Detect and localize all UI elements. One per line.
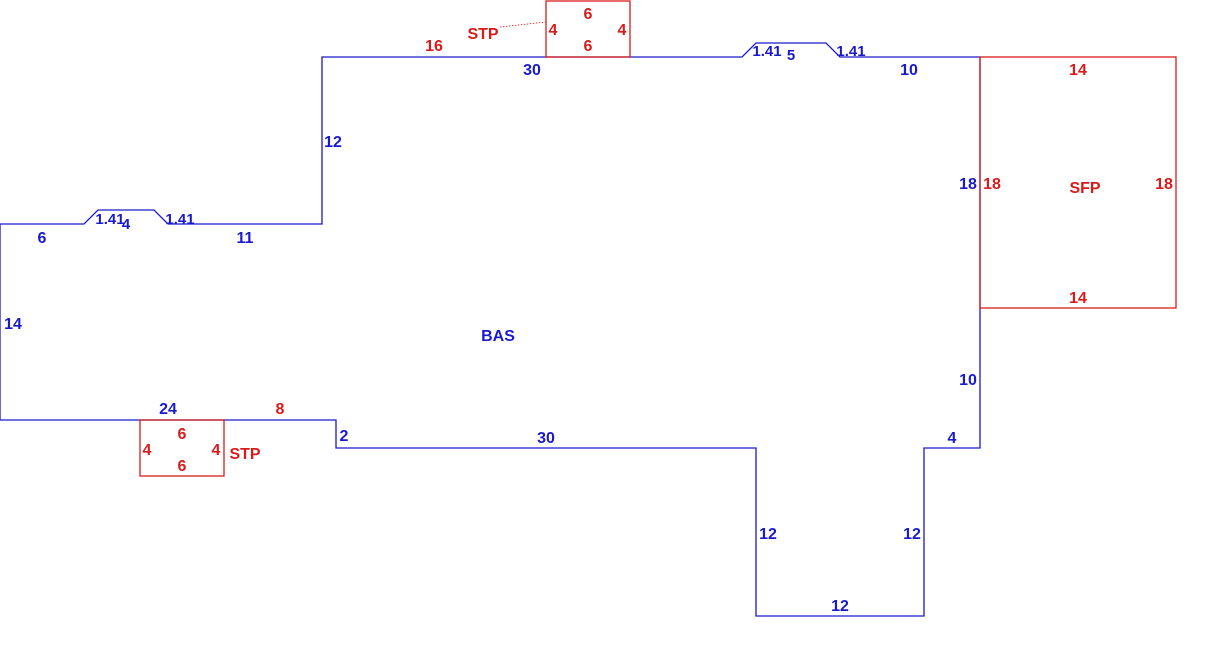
- dim-bay-top-mid: 5: [787, 47, 795, 64]
- dim-bay-left-left: 1.41: [95, 211, 124, 228]
- dim-main-top-right: 10: [900, 62, 918, 79]
- stp-bottom-outline: [139, 419, 225, 477]
- dim-stp-bottom-left: 4: [143, 442, 152, 459]
- dim-ext-bottom: 12: [831, 598, 849, 615]
- dim-left-mid-top: 11: [237, 230, 254, 247]
- bas-label: BAS: [481, 328, 515, 345]
- stp-top-outline: [545, 0, 631, 58]
- stp-bottom-label: STP: [229, 446, 260, 463]
- dim-stp-bottom-offset: 8: [276, 401, 285, 418]
- dim-stp-bottom-top: 6: [178, 426, 187, 443]
- dim-sfp-top: 14: [1069, 62, 1087, 79]
- dim-stp-top-right: 4: [618, 22, 627, 39]
- dim-bay-top-right: 1.41: [836, 43, 865, 60]
- stp-top-leader-line: [499, 21, 547, 28]
- dim-bay-top-left: 1.41: [752, 43, 781, 60]
- bas-outline: [0, 42, 981, 617]
- dim-ext-left: 12: [759, 526, 777, 543]
- dim-stp-top-offset: 16: [425, 38, 443, 55]
- sfp-outline: [979, 56, 1177, 309]
- dim-right-upper: 18: [959, 176, 977, 193]
- dim-bottom-right-step: 4: [948, 430, 957, 447]
- dim-bay-left-right: 1.41: [165, 211, 194, 228]
- dim-bay-left-mid: 4: [122, 216, 131, 233]
- dim-sfp-bottom: 14: [1069, 290, 1087, 307]
- dim-sfp-right: 18: [1155, 176, 1173, 193]
- dim-stp-bottom-right: 4: [212, 442, 221, 459]
- dim-right-lower: 10: [959, 372, 977, 389]
- dim-far-left-top: 6: [38, 230, 47, 247]
- stp-top-label: STP: [467, 26, 498, 43]
- dim-main-top: 30: [523, 62, 541, 79]
- dim-bottom-step: 2: [340, 428, 349, 445]
- dim-stp-top-left: 4: [549, 22, 558, 39]
- dim-bottom-left: 24: [159, 401, 177, 418]
- dim-bottom-mid: 30: [537, 430, 555, 447]
- dim-far-left-side: 14: [4, 316, 22, 333]
- dim-sfp-left: 18: [983, 176, 1001, 193]
- dim-ext-right: 12: [903, 526, 921, 543]
- dim-stp-bottom-bottom: 6: [178, 458, 187, 475]
- dim-stp-top-top: 6: [584, 6, 593, 23]
- dim-left-step: 12: [324, 134, 342, 151]
- dim-stp-top-bottom: 6: [584, 38, 593, 55]
- sfp-label: SFP: [1069, 180, 1100, 197]
